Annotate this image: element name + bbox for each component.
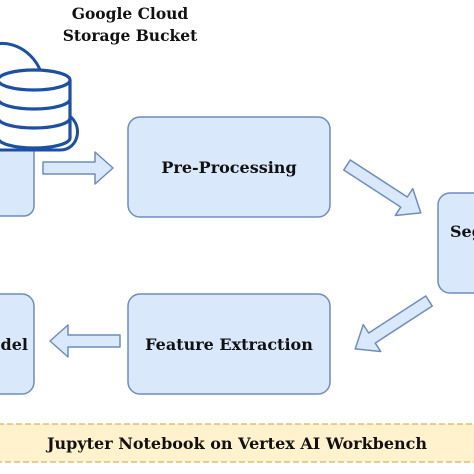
- feature-extraction-box: [127, 293, 331, 395]
- arrow-preprocessing-to-segmentation: [342, 159, 422, 217]
- arrow-source-to-preprocessing: [42, 151, 114, 185]
- model-box: [0, 293, 35, 395]
- bucket-caption-line2: Storage Bucket: [62, 26, 198, 45]
- arrow-feature-extraction-to-model: [49, 324, 121, 358]
- segmentation-label: Seg: [450, 221, 474, 241]
- workbench-label: Jupyter Notebook on Vertex AI Workbench: [46, 433, 428, 453]
- preprocessing-box: [127, 116, 331, 218]
- workbench-footer-band: [0, 423, 474, 463]
- database-icon: [0, 68, 72, 150]
- model-label: del: [0, 334, 28, 354]
- bucket-caption: Google Cloud Storage Bucket: [50, 0, 210, 50]
- arrow-segmentation-to-feature-extraction: [354, 295, 434, 353]
- feature-extraction-label: Feature Extraction: [145, 334, 313, 354]
- segmentation-box: [437, 192, 474, 294]
- bucket-caption-line1: Google Cloud: [71, 4, 189, 23]
- preprocessing-label: Pre-Processing: [161, 157, 297, 177]
